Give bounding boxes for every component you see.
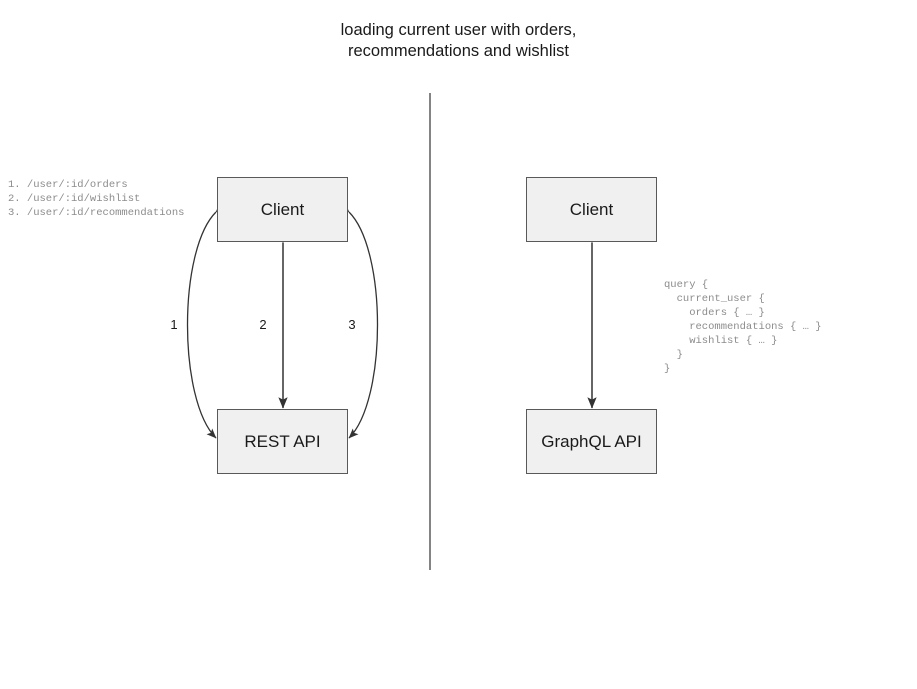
edge-label-2: 2 xyxy=(259,317,267,332)
node-graphql-api[interactable]: GraphQL API xyxy=(526,409,657,474)
rest-endpoint-list: 1. /user/:id/orders 2. /user/:id/wishlis… xyxy=(8,179,185,219)
edge-label-1: 1 xyxy=(170,317,178,332)
node-client-rest[interactable]: Client xyxy=(217,177,348,242)
edge-rest-1-curve xyxy=(186,202,226,439)
graphql-query-snippet: query { current_user { orders { … } reco… xyxy=(664,279,822,375)
node-rest-api[interactable]: REST API xyxy=(217,409,348,474)
diagram-title: loading current user with orders, recomm… xyxy=(340,21,577,60)
node-client-graphql[interactable]: Client xyxy=(526,177,657,242)
edge-label-3: 3 xyxy=(348,317,356,332)
